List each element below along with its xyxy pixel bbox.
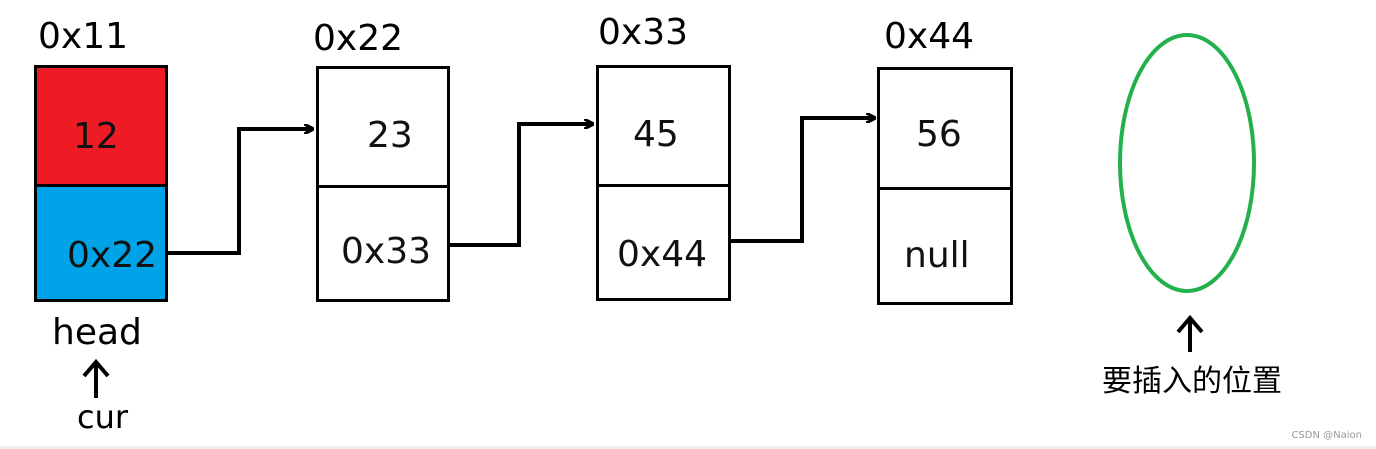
node-address-label: 0x11	[38, 16, 129, 57]
cur-label: cur	[77, 398, 129, 436]
node-data-value: 12	[73, 116, 119, 157]
watermark: CSDN @Naion	[1291, 430, 1362, 441]
bottom-divider	[0, 446, 1376, 449]
list-node: 45 0x44	[596, 65, 731, 301]
node-next-value: null	[904, 235, 970, 276]
list-node-head: 12 0x22	[34, 65, 168, 302]
list-node-tail: 56 null	[877, 67, 1013, 305]
node-data-cell: 12	[37, 68, 165, 187]
next-pointer-arrow-3	[731, 118, 875, 243]
node-address-label: 0x44	[884, 16, 975, 57]
node-data-cell: 23	[319, 69, 447, 188]
node-data-value: 56	[916, 114, 962, 155]
node-address-label: 0x33	[598, 12, 689, 53]
node-next-value: 0x44	[617, 234, 708, 275]
head-label: head	[52, 312, 142, 353]
next-pointer-arrow-1	[168, 129, 313, 255]
next-pointer-arrow-2	[450, 124, 593, 247]
insert-up-arrow	[1176, 314, 1204, 352]
node-next-value: 0x33	[341, 231, 432, 272]
node-data-cell: 45	[599, 68, 728, 187]
node-data-cell: 56	[880, 70, 1010, 190]
node-next-cell: 0x44	[599, 184, 728, 298]
node-next-cell: 0x33	[319, 185, 447, 299]
node-address-label: 0x22	[313, 18, 404, 59]
node-data-value: 23	[367, 115, 413, 156]
insert-position-ellipse	[1118, 33, 1256, 293]
node-next-cell: null	[880, 187, 1010, 302]
node-next-value: 0x22	[67, 235, 158, 276]
node-data-value: 45	[633, 114, 679, 155]
cur-up-arrow	[82, 358, 110, 398]
insert-position-label: 要插入的位置	[1102, 364, 1282, 399]
node-next-cell: 0x22	[37, 187, 165, 299]
list-node: 23 0x33	[316, 66, 450, 302]
